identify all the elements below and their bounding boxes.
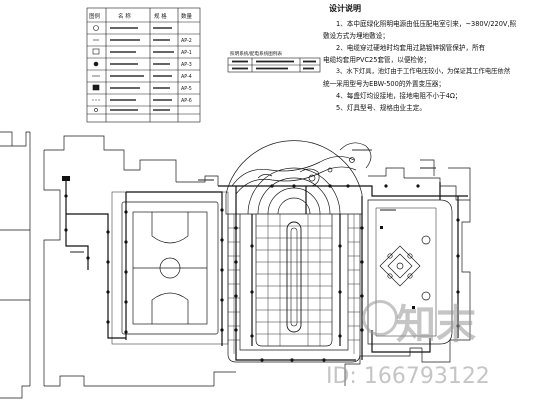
notes-line: 4、每盏灯均设接地，接地电阻不小于4Ω； [336,92,462,100]
notes-line: 3、水下灯具，池灯由于工作电压较小，为保证其工作电压依然 [336,68,511,75]
right-plaza [367,199,453,345]
notes-line: 电缆均套用PVC25套管，以便检修； [323,56,431,64]
legend-symbols [92,25,174,112]
building-outlines [0,131,471,399]
legend-qty: AP-5 [181,86,192,92]
legend-table [86,7,201,123]
garden-path [231,142,372,195]
schedule-table [227,57,321,73]
legend-header-spec: 规 格 [154,12,167,20]
notes-line: 统一采用型号为EBW-500的外置变压器； [323,80,445,88]
legend-qty: AP-6 [181,98,192,104]
watermark-logo-text: 知末 [396,302,476,348]
notes-title: 设计说明 [329,4,361,13]
schedule-title: 照明系统/配电系统图例表 [230,50,282,57]
notes-line: 敷设方式为埋地敷设； [323,32,389,40]
notes-line: 1、本中庭绿化照明电源由低压配电室引来，~380V/220V,照 [336,20,517,28]
legend-qty-column: AP-2 AP-1 AP-3 AP-4 AP-5 AP-6 [181,38,192,104]
notes-line: 2、电缆穿过硬地时均套用过路镀锌钢管保护，所有 [336,44,486,52]
legend-qty: AP-4 [181,74,192,80]
watermark-logo-mark [362,300,398,336]
notes-line: 5、灯具型号、规格由业主定。 [336,104,426,112]
step-bands [228,214,360,354]
watermark-id-text: ID: 166793122 [326,364,490,389]
legend-qty: AP-3 [181,62,192,68]
plan-annotations [70,149,436,253]
legend-header-symbol: 图例 [89,12,101,20]
legend-header-name: 名 称 [118,12,131,20]
legend-header-qty: 数量 [181,12,193,20]
central-plaza [225,140,363,363]
light-fixtures [62,176,460,362]
cable-routes [65,180,468,361]
legend-qty: AP-1 [181,50,192,56]
legend-qty: AP-2 [181,38,192,44]
